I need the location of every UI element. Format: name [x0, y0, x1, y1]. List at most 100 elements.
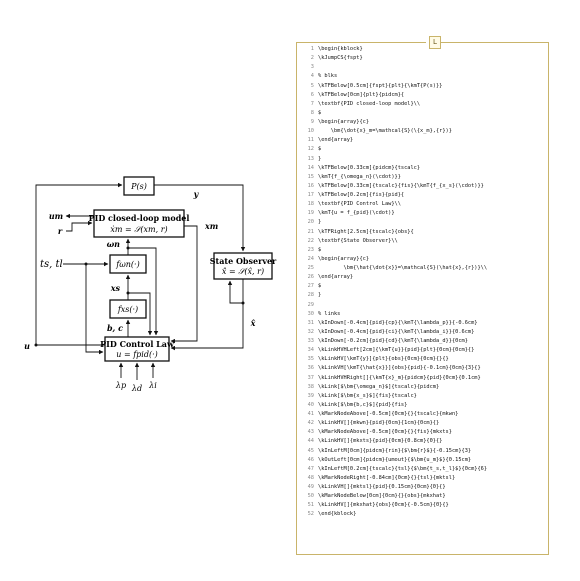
code-line: 16\kTFBelow[0.33cm]{tscalc}{fis}{\kmT{f_… [302, 182, 546, 191]
line-number: 7 [310, 100, 314, 107]
link-r [66, 220, 93, 232]
observer-equation: x̂̇ = 𝒮(x̂, r) [222, 267, 264, 276]
junction-dot-ts [84, 262, 88, 266]
code-text: \kmT{u = f_{pid}(\cdot)} [318, 210, 395, 217]
signal-label-lambda-i: λi [148, 381, 157, 390]
code-line: 22\textbf{State Observer}\\ [302, 237, 546, 246]
link-u [35, 182, 123, 346]
junction-dot-xhat [241, 301, 245, 305]
code-text: $ [318, 246, 322, 253]
line-number: 15 [307, 173, 314, 180]
link-xs-tap [128, 292, 153, 336]
code-line: 52\end{kblock} [302, 510, 546, 519]
link-xhat [170, 279, 244, 351]
code-listing-panel [296, 42, 549, 555]
line-number: 2 [310, 55, 314, 62]
link-ts-tap [85, 264, 104, 355]
code-text: \kLinkHV[]{mkxhat}{obs}{0cm}{-0.5cm}{0}{… [318, 502, 449, 509]
line-number: 48 [307, 474, 314, 481]
pid-law-title: PID Control Law [100, 339, 175, 349]
code-line: 50\kMarkNodeBelow[0cm]{0cm}{}{obs}{mkxha… [302, 492, 546, 501]
code-text: \textbf{PID Control Law}\\ [318, 201, 401, 208]
code-line: 45\kInLeftM[0cm]{pidcm}{rin}{$\bm{r}$}{-… [302, 447, 546, 456]
line-number: 26 [307, 274, 314, 281]
code-line: 6\kTFBelow[0cm]{plt}{pidcm}{ [302, 91, 546, 100]
code-line: 33\kInDown[-0.2cm]{pid}{cd}{\kmT{\lambda… [302, 337, 546, 346]
code-line: 44\kLinkHV[]{mkxts}{pid}{0cm}{0.8cm}{0}{… [302, 437, 546, 446]
line-number: 39 [307, 392, 314, 399]
code-text: \kLinkVH[\kmT{\hat{x}}]{obs}{pid}{-0.1cm… [318, 365, 481, 372]
code-line: 9\begin{array}{c} [302, 118, 546, 127]
line-number: 28 [307, 292, 314, 299]
code-line: 24\begin{array}{c} [302, 255, 546, 264]
signal-label-lambda-d: λd [131, 384, 142, 393]
code-line: 35\kLinkHV[\kmT{y}]{plt}{obs}{0cm}{0cm}{… [302, 355, 546, 364]
code-text: \kLinkHV[]{mkxts}{pid}{0cm}{0.8cm}{0}{} [318, 438, 443, 445]
line-number: 42 [307, 420, 314, 427]
code-line: 26\end{array} [302, 273, 546, 282]
code-text: \kLinkHVHLeft[2cm]{\kmT{u}}{pid}{plt}{0c… [318, 347, 475, 354]
code-text: \bm{\hat{\dot{x}}=\mathcal{S}(\hat{x},{r… [318, 265, 488, 271]
pid-law-equation: u = fpid(·) [116, 350, 158, 359]
code-text: \kLink[$\bm{\omega_n}$]{tscalc}{pidcm} [318, 383, 440, 390]
line-number: 19 [307, 210, 314, 217]
code-line: 43\kMarkNodeAbove[-0.5cm]{0cm}{}{fis}{mk… [302, 428, 546, 437]
code-text: \bm{\dot{x}_m=\mathcal{S}(\{x_m},{r})} [318, 128, 452, 135]
code-line: 4% blks [302, 72, 546, 81]
code-text: \kOutLeft[0cm]{pidcm}{umout}{$\bm{u_m}$}… [318, 456, 472, 463]
line-number: 20 [307, 219, 314, 226]
code-text: \kTFBelow[0.5cm]{fspt}{plt}{\kmT{P(s)}} [318, 82, 443, 89]
line-number: 22 [307, 237, 314, 244]
block-diagram: P(s) PID closed-loop model ẋm = 𝒮(xm, r)… [24, 176, 277, 393]
line-number: 37 [307, 374, 314, 381]
code-line: 8$ [302, 109, 546, 118]
code-text: \begin{array}{c} [318, 119, 370, 125]
line-number: 8 [310, 109, 314, 116]
code-line: 40\kLink[$\bm{b,c}$]{pid}{fis} [302, 401, 546, 410]
code-line: 30% links [302, 310, 546, 319]
listing-tag: L [429, 36, 441, 49]
code-line: 29 [302, 301, 546, 310]
link-observer-loop [227, 280, 243, 304]
code-line: 20} [302, 218, 546, 227]
link-omega-tap [128, 247, 159, 336]
signal-label-u: u [24, 341, 30, 351]
code-line: 13} [302, 155, 546, 164]
signal-label-r: r [58, 226, 63, 236]
pid-model-block [93, 209, 185, 238]
code-text: \kTFBelow[0.2cm]{fis}{pid}{ [318, 192, 405, 198]
line-number: 16 [307, 182, 314, 189]
code-line: 34\kLinkHVHLeft[2cm]{\kmT{u}}{pid}{plt}{… [302, 346, 546, 355]
line-number: 52 [307, 511, 314, 518]
code-line: 19 \kmT{u = f_{pid}(\cdot)} [302, 209, 546, 218]
link-y [154, 184, 246, 252]
code-line: 46 \kOutLeft[0cm]{pidcm}{umout}{$\bm{u_m}… [302, 456, 546, 465]
line-number: 27 [307, 283, 314, 290]
code-text: \kmT{f_{\omega_n}(\cdot)}} [318, 173, 401, 180]
code-text: \kMarkNodeBelow[0cm]{0cm}{}{obs}{mkxhat} [318, 493, 446, 500]
code-line: 10 \bm{\dot{x}_m=\mathcal{S}(\{x_m},{r})… [302, 127, 546, 136]
code-text: $ [318, 283, 322, 290]
code-line: 36 \kLinkVH[\kmT{\hat{x}}]{obs}{pid}{-0.1… [302, 364, 546, 373]
line-number: 46 [307, 456, 314, 463]
code-line: 31\kInDown[-0.4cm]{pid}{cp}{\kmT{\lambda… [302, 319, 546, 328]
code-text: \kMarkNodeRight[-0.84cm]{0cm}{}{tsl}{mkt… [318, 474, 456, 481]
pid-model-equation: ẋm = 𝒮(xm, r) [110, 225, 167, 234]
plant-label: P(s) [130, 182, 147, 191]
code-text: \kLinkHVHRight[]{\kmT{x}_m}{pidcm}{pid}{… [318, 374, 481, 381]
code-line: 49\kLinkVH[]{mktsl}{pid}{0.15cm}{0cm}{0}… [302, 483, 546, 492]
signal-label-um: um [49, 211, 63, 221]
code-text: \kLinkHV[]{mkwn}{pid}{0cm}{1cm}{0cm}{} [318, 420, 440, 427]
code-line: 25 \bm{\hat{\dot{x}}=\mathcal{S}(\hat{x}… [302, 264, 546, 273]
line-number: 36 [307, 365, 314, 372]
code-line: 12 $ [302, 145, 546, 154]
signal-label-xs: xs [110, 283, 121, 293]
line-number: 14 [307, 164, 314, 171]
code-text: \kInDown[-0.2cm]{pid}{cd}{\kmT{\lambda_d… [318, 338, 468, 344]
code-line: 3 [302, 63, 546, 72]
code-text: $ [318, 146, 322, 153]
signal-label-omega-n: ωn [107, 239, 121, 249]
code-line: 5\kTFBelow[0.5cm]{fspt}{plt}{\kmT{P(s)}} [302, 82, 546, 91]
code-text: \kJumpCS{fspt} [318, 55, 363, 62]
line-number: 12 [307, 146, 314, 153]
